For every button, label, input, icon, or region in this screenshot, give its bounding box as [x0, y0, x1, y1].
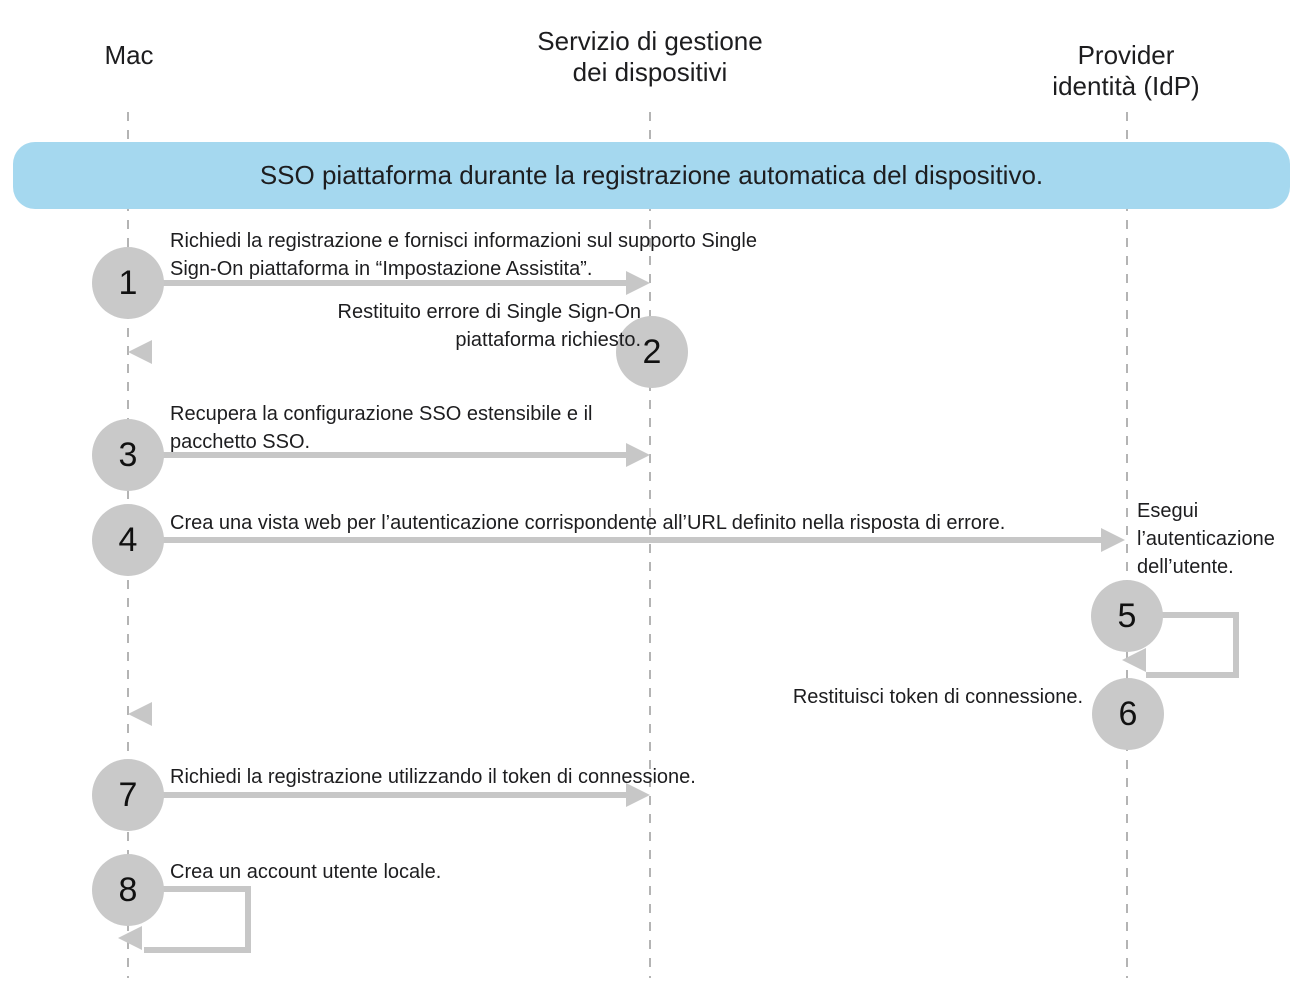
message-step-6: Restituisci token di connessione.: [792, 686, 1083, 708]
arrow-right-head-step-7: [626, 783, 650, 807]
step-number-6: 6: [1118, 694, 1138, 733]
arrow-right-head-step-3: [626, 443, 650, 467]
self-loop-step-8: [144, 886, 251, 953]
step-number-1: 1: [118, 263, 138, 302]
message-step-3: Recupera la configurazione SSO estensibi…: [170, 403, 593, 453]
message-step-1: Richiedi la registrazione e fornisci inf…: [170, 230, 757, 280]
arrow-left-head-step-2: [128, 340, 152, 364]
step-circle-8: 8: [92, 854, 164, 926]
step-number-8: 8: [118, 870, 138, 909]
arrow-line-step-6: [152, 711, 1094, 717]
arrow-left-head-step-8: [118, 926, 142, 950]
message-step-8: Crea un account utente locale.: [170, 861, 442, 883]
step-number-2: 2: [642, 332, 662, 371]
step-circle-1: 1: [92, 247, 164, 319]
step-circle-2: 2: [616, 316, 688, 388]
arrow-left-head-step-5: [1122, 648, 1146, 672]
message-step-4: Crea una vista web per l’autenticazione …: [170, 512, 1006, 534]
message-step-5: Esegui l’autenticazione dell’utente.: [1137, 500, 1275, 578]
message-step-7: Richiedi la registrazione utilizzando il…: [170, 766, 696, 788]
step-number-5: 5: [1117, 596, 1137, 635]
message-step-2: Restituito errore di Single Sign-On piat…: [337, 301, 641, 351]
title-banner: SSO piattaforma durante la registrazione…: [13, 142, 1290, 209]
arrow-line-step-7: [160, 792, 626, 798]
arrow-right-head-step-4: [1101, 528, 1125, 552]
actor-label-mac: Mac: [104, 40, 154, 70]
step-circle-7: 7: [92, 759, 164, 831]
actor-label-mdm: Servizio di gestione dei dispositivi: [537, 26, 763, 87]
lifeline-mdm: [649, 112, 651, 978]
step-number-3: 3: [118, 435, 138, 474]
step-circle-5: 5: [1091, 580, 1163, 652]
step-circle-3: 3: [92, 419, 164, 491]
step-circle-6: 6: [1092, 678, 1164, 750]
actor-label-idp: Provider identità (IdP): [1052, 40, 1200, 101]
step-number-4: 4: [118, 520, 138, 559]
arrow-line-step-4: [160, 537, 1101, 543]
title-banner-text: SSO piattaforma durante la registrazione…: [259, 160, 1044, 190]
lifeline-idp: [1126, 112, 1128, 978]
step-number-7: 7: [118, 775, 138, 814]
arrow-line-step-3: [160, 452, 626, 458]
arrow-line-step-1: [160, 280, 626, 286]
step-circle-4: 4: [92, 504, 164, 576]
arrow-left-head-step-6: [128, 702, 152, 726]
self-loop-step-5: [1146, 612, 1239, 678]
arrow-right-head-step-1: [626, 271, 650, 295]
